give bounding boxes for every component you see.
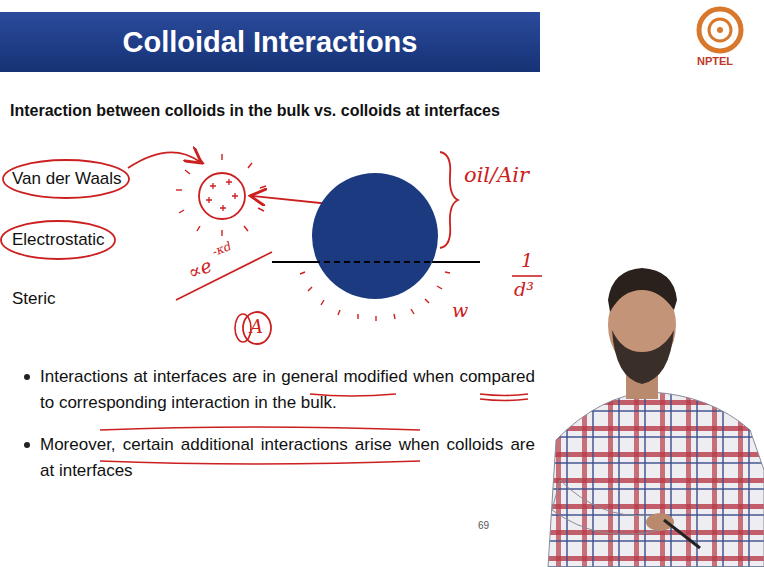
slide-drawing-part bbox=[221, 154, 222, 160]
slide-drawing-part bbox=[375, 316, 376, 321]
bullet-text: Interactions at interfaces are in genera… bbox=[40, 364, 535, 416]
medium-note: w bbox=[452, 300, 468, 322]
slide-drawing-part bbox=[185, 170, 190, 174]
slide-drawing-part bbox=[100, 427, 420, 430]
bullet-text: Moreover, certain additional interaction… bbox=[40, 432, 535, 484]
interaction-name: Steric bbox=[12, 289, 55, 309]
slide-drawing-part bbox=[717, 27, 723, 33]
slide-drawing-part bbox=[197, 226, 200, 231]
slide-drawing-part bbox=[480, 394, 528, 396]
slide-drawing-part bbox=[244, 226, 248, 231]
slide-drawing-part bbox=[300, 272, 305, 274]
slide-drawing-part bbox=[437, 286, 442, 289]
slide-drawing-part bbox=[232, 193, 238, 199]
slide-drawing-part bbox=[199, 173, 245, 219]
interface-particle bbox=[272, 173, 480, 321]
slide-drawing-part bbox=[235, 314, 251, 342]
decay-note-group: ∝e-κd bbox=[183, 236, 250, 286]
slide-drawing-part bbox=[709, 19, 731, 41]
slide-drawing-part bbox=[608, 268, 677, 312]
slide-drawing-part bbox=[699, 9, 741, 51]
slide-drawing-part bbox=[221, 230, 222, 236]
small-colloid bbox=[176, 154, 266, 236]
slide-drawing-part bbox=[308, 287, 312, 291]
slide-title: Colloidal Interactions bbox=[123, 26, 418, 59]
fraction-denominator: d³ bbox=[514, 279, 534, 301]
slide-drawing-part bbox=[664, 520, 700, 548]
decay-exponent: -κd bbox=[210, 240, 233, 260]
slide-drawing-part bbox=[128, 152, 200, 168]
slide-drawing-part bbox=[432, 261, 480, 263]
slide-drawing-part bbox=[200, 159, 204, 164]
slide-drawing-part bbox=[314, 261, 436, 263]
slide-drawing-part bbox=[176, 189, 182, 190]
slide-drawing-part bbox=[24, 374, 30, 380]
circled-letter: A bbox=[250, 317, 263, 338]
fraction-numerator: 1 bbox=[521, 250, 533, 272]
decay-note: ∝e bbox=[185, 255, 216, 284]
interaction-name: Van der Waals bbox=[12, 169, 122, 189]
slide-drawing-part bbox=[480, 399, 528, 401]
slide-drawing-part bbox=[272, 261, 318, 263]
slide-drawing-part bbox=[220, 205, 226, 211]
interaction-name: Electrostatic bbox=[12, 230, 105, 250]
slide-drawing-part bbox=[1, 221, 115, 259]
slide-drawing-part bbox=[226, 179, 232, 185]
slide-drawing-part bbox=[445, 272, 450, 273]
slide-drawing-part bbox=[206, 197, 212, 203]
slide-drawing-part bbox=[258, 208, 264, 211]
slide-drawing-part bbox=[176, 252, 272, 300]
slide-drawing-part bbox=[338, 310, 340, 315]
nptel-logo bbox=[699, 9, 741, 51]
slide-drawing-part bbox=[512, 275, 542, 277]
slide-drawing-part bbox=[357, 314, 358, 319]
slide-drawing-part bbox=[646, 513, 674, 531]
slide-drawing-part bbox=[3, 160, 129, 198]
slide-drawing-part bbox=[179, 210, 184, 213]
slide-drawing-part bbox=[394, 314, 395, 319]
slide-drawing-part bbox=[176, 154, 266, 236]
slide-drawing-part bbox=[24, 442, 30, 448]
slide-drawing-part bbox=[425, 299, 429, 303]
slide-drawing-part bbox=[248, 163, 252, 168]
slide-drawing-part bbox=[552, 480, 660, 535]
lecturer-figure bbox=[548, 268, 764, 567]
logo-text: NPTEL bbox=[697, 55, 733, 68]
slide-drawing-part bbox=[612, 330, 674, 384]
slide-drawing-part bbox=[300, 272, 450, 321]
slide-drawing-part bbox=[252, 196, 330, 204]
slide-drawing-part bbox=[206, 179, 238, 211]
medium-note: oil/Air bbox=[464, 163, 529, 187]
slide-drawing-part bbox=[548, 392, 764, 567]
page-number: 69 bbox=[478, 520, 489, 532]
slide-drawing-part bbox=[100, 461, 420, 464]
slide-drawing-part bbox=[411, 309, 414, 314]
slide-drawing-part bbox=[210, 183, 216, 189]
slide-drawing-part bbox=[440, 152, 458, 248]
slide-drawing-part bbox=[312, 173, 438, 299]
slide-drawing-part bbox=[321, 300, 324, 305]
title-banner: Colloidal Interactions bbox=[0, 12, 540, 72]
slide-drawing-part bbox=[260, 186, 266, 188]
subtitle: Interaction between colloids in the bulk… bbox=[10, 102, 500, 120]
